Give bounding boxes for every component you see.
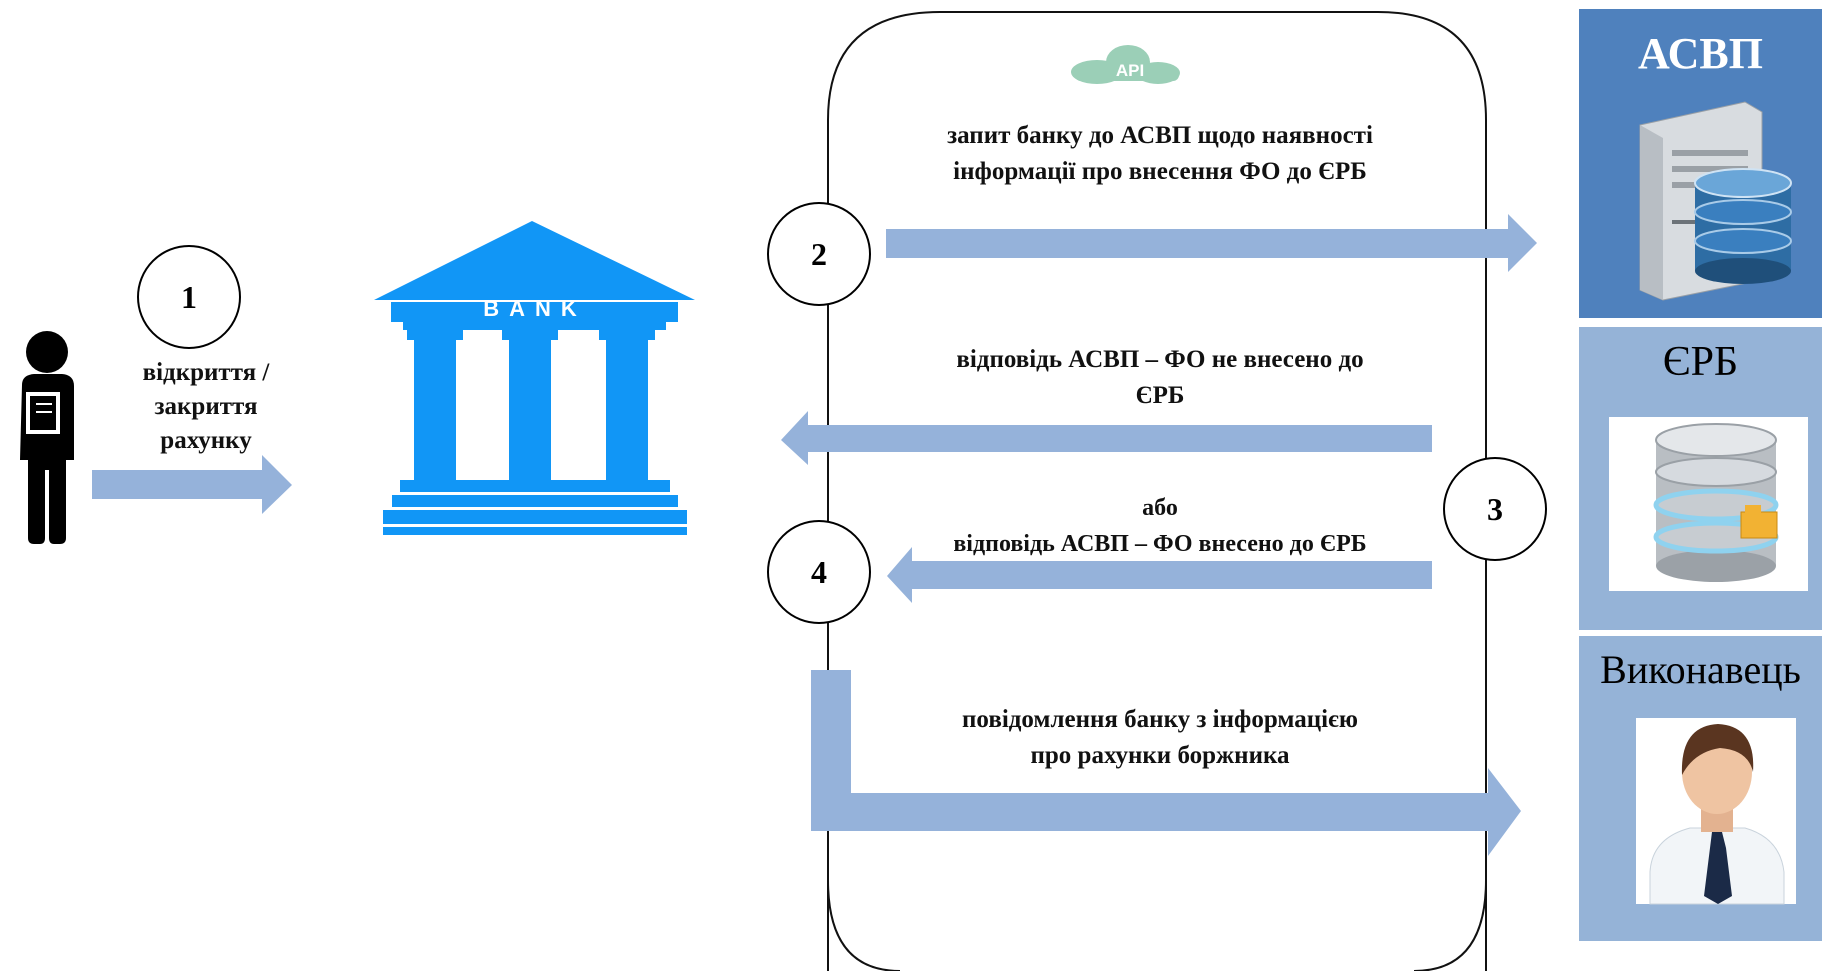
step-circle-2	[767, 202, 871, 306]
step-circle-1	[137, 245, 241, 349]
arrow-response-not-registered	[781, 411, 1432, 465]
panel-asvp-title: АСВП	[1638, 29, 1763, 78]
arrow-open-account	[92, 455, 292, 514]
label-open-close-line-3: рахунку	[160, 427, 252, 454]
panel-erb-title: ЄРБ	[1662, 339, 1739, 385]
label-or: або	[1142, 495, 1178, 521]
step-number-3: 3	[1487, 491, 1503, 527]
bank-label: BANK	[483, 296, 587, 321]
label-notify-executor: повідомлення банку з інформацією про рах…	[860, 702, 1460, 774]
label-notify-line-2: про рахунки боржника	[1030, 742, 1290, 769]
label-response-not-registered: відповідь АСВП – ФО не внесено до ЄРБ	[860, 342, 1460, 414]
api-process-container	[827, 11, 1487, 971]
label-or-response-registered: або відповідь АСВП – ФО внесено до ЄРБ	[860, 490, 1460, 562]
label-open-close-line-2: закриття	[154, 393, 258, 420]
arrow-request	[886, 214, 1537, 272]
label-open-close-account: відкриття / закриття рахунку	[116, 356, 296, 458]
officer-avatar-icon	[1649, 724, 1785, 905]
api-process-container-bottom	[827, 879, 1487, 971]
server-database-icon	[1639, 101, 1792, 301]
panel-executor-title: Виконавець	[1600, 647, 1801, 692]
label-open-close-line-1: відкриття /	[142, 359, 270, 386]
step-number-1: 1	[181, 279, 197, 315]
step-number-4: 4	[811, 554, 827, 590]
label-notify-line-1: повідомлення банку з інформацією	[962, 706, 1358, 733]
label-response-registered: відповідь АСВП – ФО внесено до ЄРБ	[953, 531, 1367, 557]
arrow-notify-executor	[811, 670, 1521, 856]
step-circle-3	[1443, 457, 1547, 561]
step-number-2: 2	[811, 236, 827, 272]
database-folder-icon	[1653, 423, 1779, 582]
label-response-not-line-2: ЄРБ	[1135, 382, 1185, 409]
label-response-not-line-1: відповідь АСВП – ФО не внесено до	[956, 346, 1364, 373]
label-request: запит банку до АСВП щодо наявності інфор…	[860, 118, 1460, 190]
label-request-line-2: інформації про внесення ФО до ЄРБ	[953, 158, 1367, 185]
label-request-line-1: запит банку до АСВП щодо наявності	[947, 122, 1373, 149]
step-circle-4	[767, 520, 871, 624]
api-cloud-icon	[1071, 45, 1180, 84]
arrow-response-registered	[887, 547, 1432, 603]
person-holding-document-icon	[20, 331, 74, 544]
api-label: API	[1115, 61, 1145, 80]
bank-building-icon	[374, 221, 695, 535]
